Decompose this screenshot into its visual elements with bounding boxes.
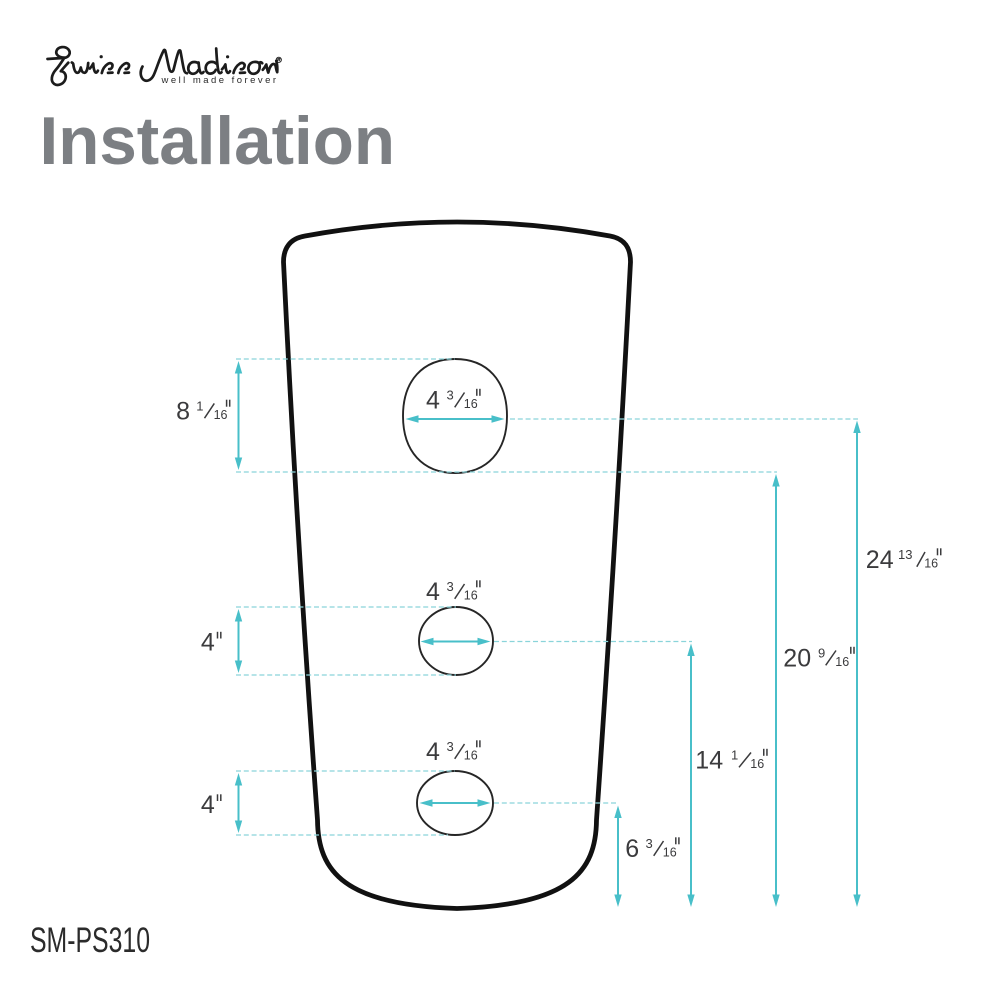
- svg-text:16: 16: [214, 408, 228, 422]
- svg-text:well made forever: well made forever: [161, 75, 277, 86]
- svg-text:4: 4: [426, 387, 440, 415]
- svg-text:16: 16: [924, 557, 938, 571]
- svg-text:1: 1: [196, 398, 203, 413]
- svg-text:20: 20: [783, 645, 811, 673]
- svg-text:3: 3: [447, 739, 454, 754]
- svg-text:1: 1: [731, 748, 738, 763]
- svg-text:13: 13: [898, 547, 912, 562]
- svg-text:16: 16: [464, 589, 478, 603]
- svg-text:3: 3: [447, 579, 454, 594]
- svg-text:16: 16: [464, 397, 478, 411]
- svg-text:16: 16: [464, 749, 478, 763]
- svg-text:4: 4: [426, 578, 440, 606]
- svg-text:4: 4: [201, 629, 215, 657]
- svg-text:24: 24: [866, 546, 894, 574]
- svg-text:9: 9: [818, 646, 825, 661]
- svg-text:8: 8: [176, 397, 190, 425]
- svg-text:16: 16: [750, 757, 764, 771]
- svg-text:SM-PS310: SM-PS310: [30, 921, 150, 960]
- svg-text:16: 16: [663, 846, 677, 860]
- svg-text:3: 3: [646, 836, 653, 851]
- svg-text:4: 4: [426, 738, 440, 766]
- svg-text:16: 16: [835, 655, 849, 669]
- svg-text:Installation: Installation: [40, 103, 396, 179]
- svg-text:4: 4: [201, 791, 215, 819]
- svg-text:6: 6: [625, 835, 639, 863]
- svg-text:3: 3: [447, 388, 454, 403]
- svg-text:14: 14: [695, 747, 723, 775]
